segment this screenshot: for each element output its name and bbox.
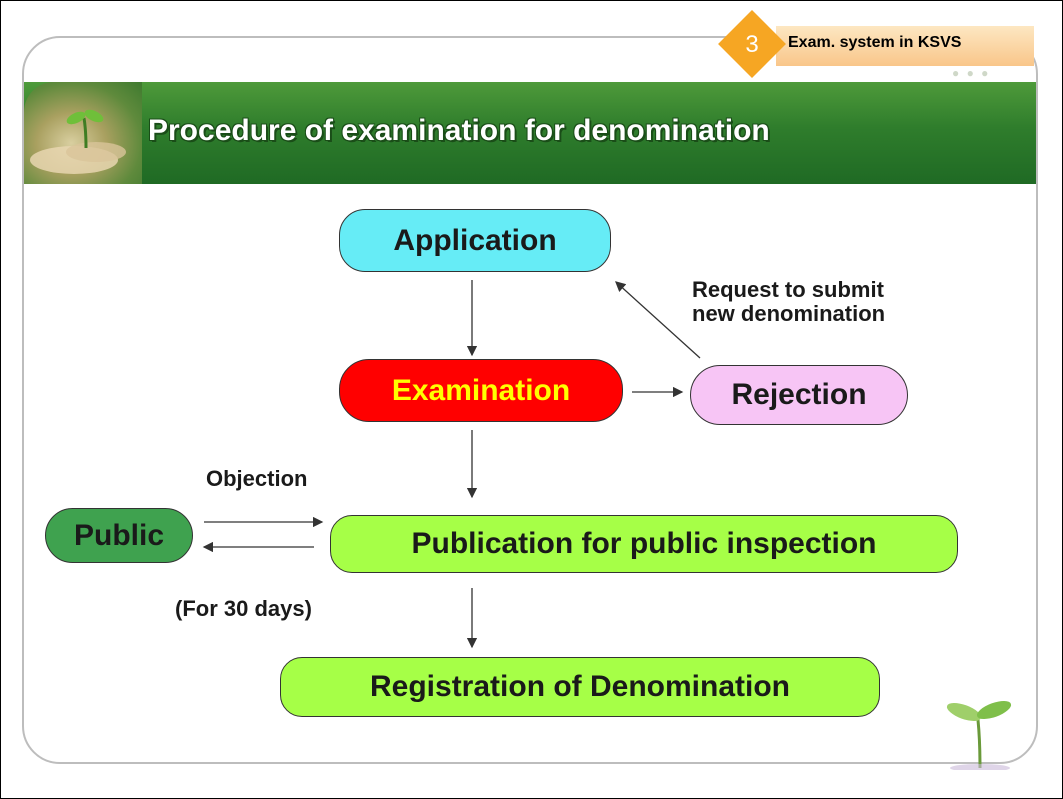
examination-node: Examination [339, 359, 623, 422]
section-number: 3 [745, 31, 759, 58]
arrow-rejection-to-application [615, 281, 701, 359]
objection-label: Objection [206, 466, 308, 491]
section-tab [776, 26, 1034, 66]
request-line2: new denomination [692, 301, 886, 326]
title-banner [24, 82, 1036, 184]
request-new-denomination-label: Request to submit new denomination [692, 278, 885, 326]
public-node: Public [45, 508, 193, 563]
request-line1: Request to submit [692, 277, 884, 302]
hands-seedling-photo [24, 82, 142, 184]
rejection-node: Rejection [690, 365, 908, 425]
registration-label: Registration of Denomination [370, 670, 790, 703]
publication-label: Publication for public inspection [411, 527, 877, 560]
application-label: Application [393, 223, 557, 257]
decorative-dots-icon: ● ● ● [952, 66, 991, 80]
page-title: Procedure of examination for denominatio… [148, 114, 770, 147]
examination-label: Examination [391, 373, 571, 407]
section-label: Exam. system in KSVS [788, 34, 962, 51]
publication-node: Publication for public inspection [330, 515, 958, 573]
duration-label: (For 30 days) [175, 596, 312, 621]
registration-node: Registration of Denomination [280, 657, 880, 717]
public-label: Public [73, 518, 164, 552]
application-node: Application [339, 209, 611, 272]
sprout-icon [946, 700, 1012, 770]
seedling-icon [30, 109, 126, 174]
rejection-label: Rejection [731, 378, 867, 411]
